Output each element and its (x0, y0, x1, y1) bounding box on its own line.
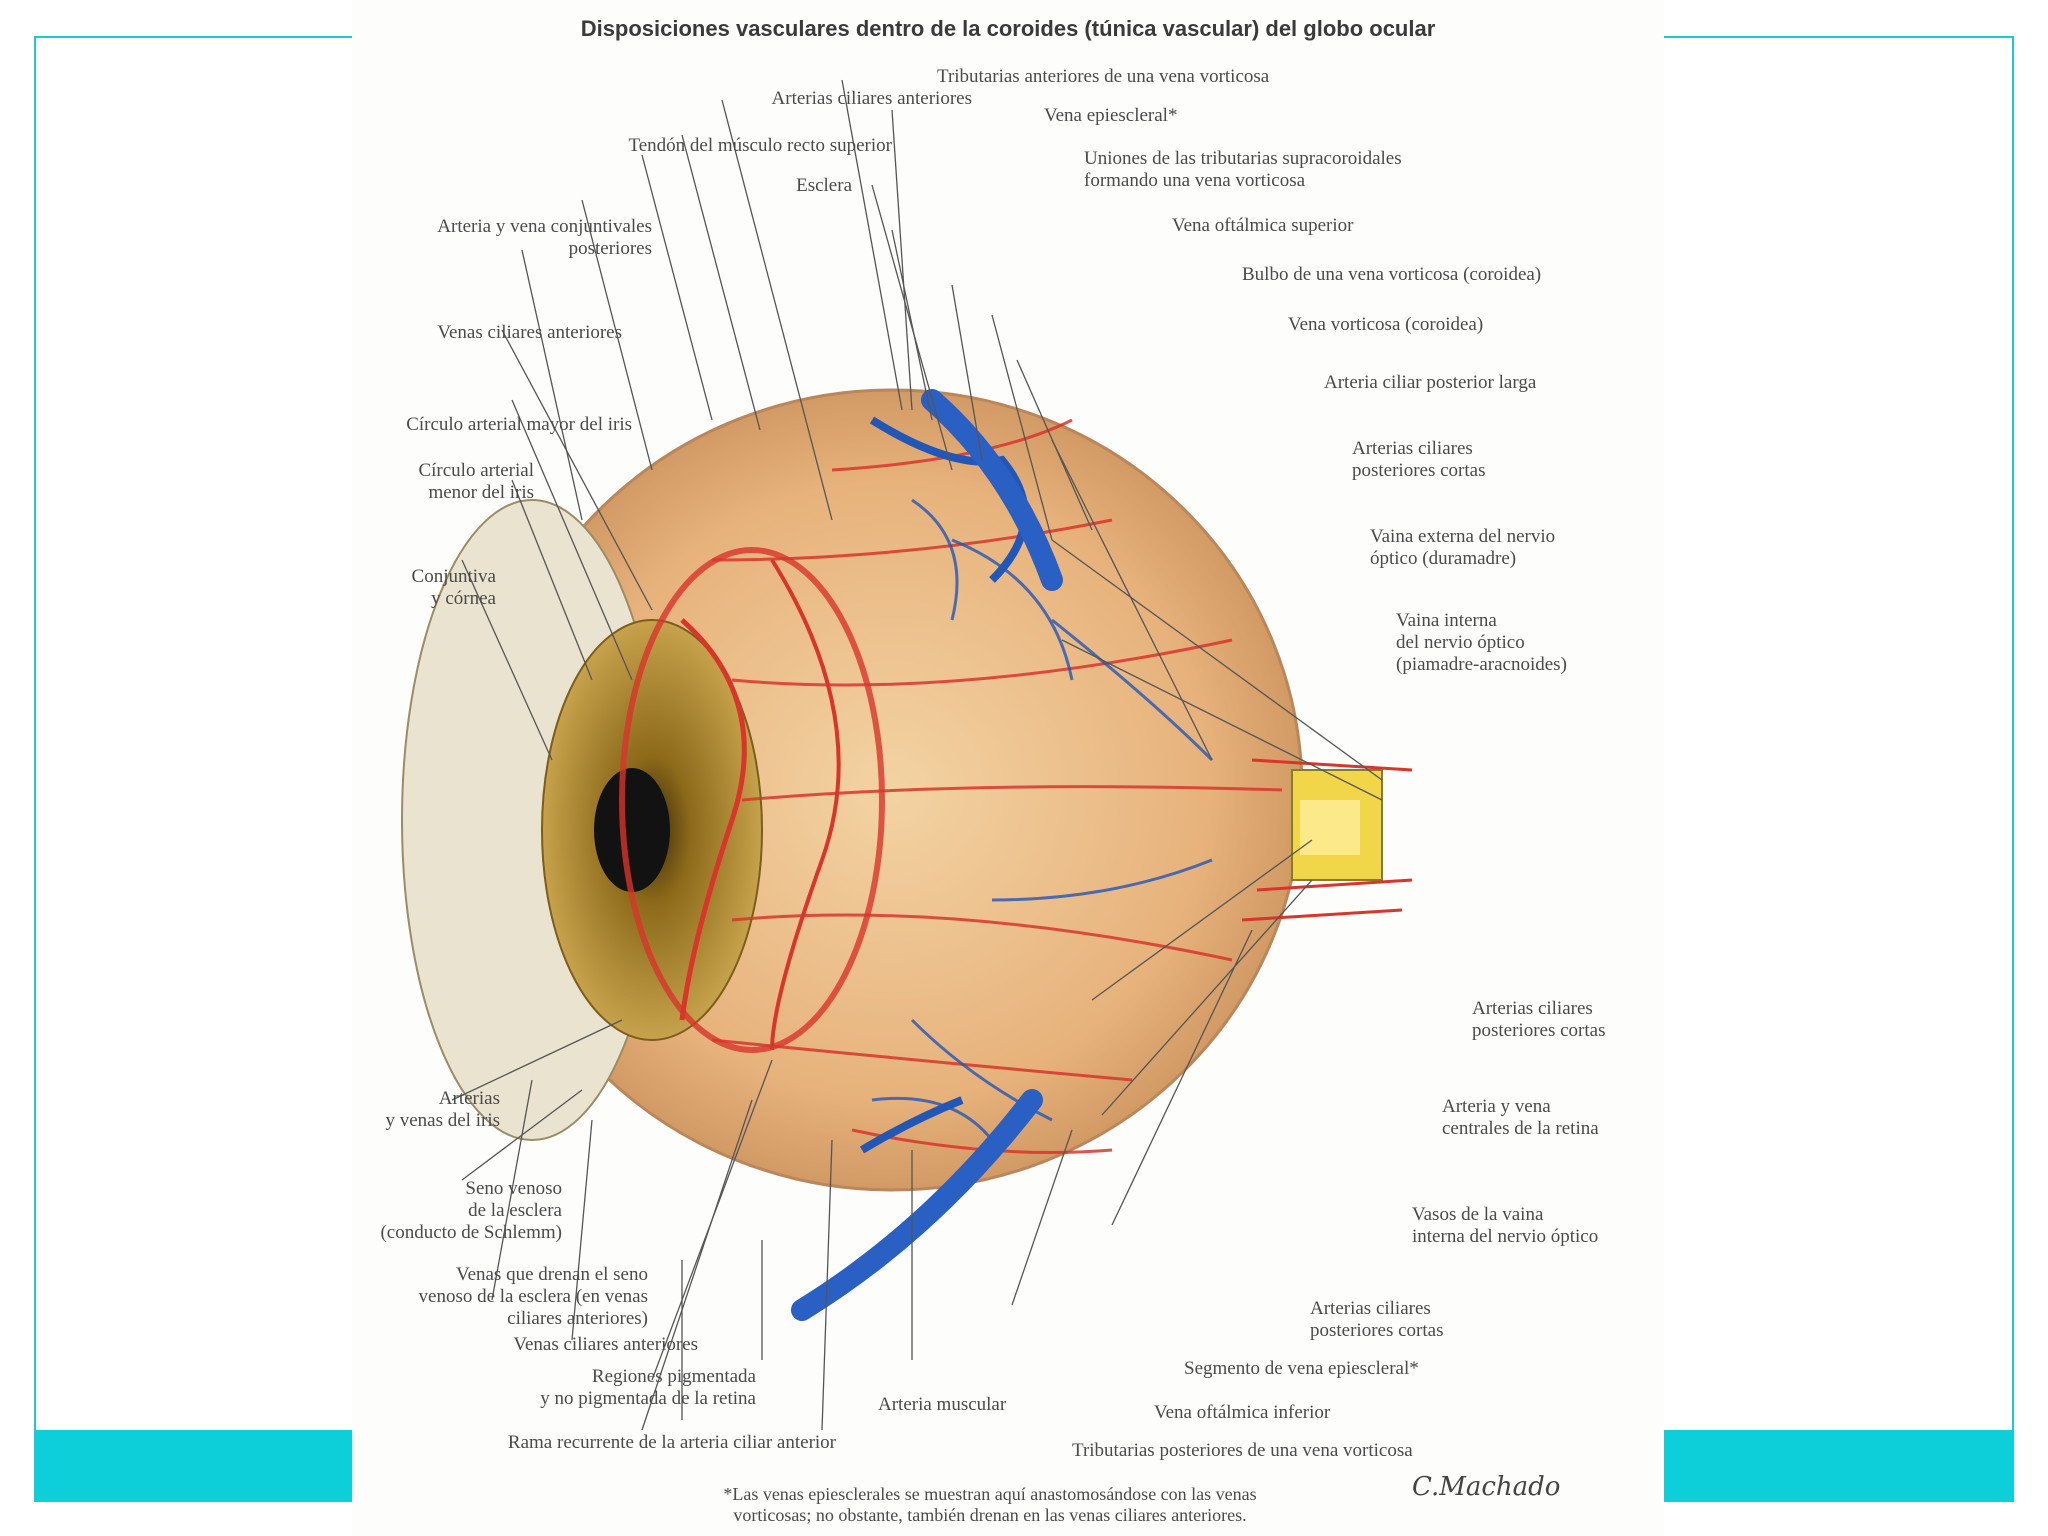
label-seno-venoso: Seno venoso de la esclera (conducto de S… (380, 1178, 562, 1243)
ophthalmic-vein-inferior (791, 1089, 1043, 1321)
label-vaina-interna: Vaina interna del nervio óptico (piamadr… (1396, 610, 1567, 675)
label-vaina-externa: Vaina externa del nervio óptico (duramad… (1370, 526, 1556, 569)
label-rama-recurrente: Rama recurrente de la arteria ciliar ant… (507, 1432, 836, 1453)
eyeball-illustration (401, 79, 1413, 1431)
label-venas-ciliares-anteriores-bottom: Venas ciliares anteriores (513, 1334, 698, 1355)
label-circulo-mayor: Círculo arterial mayor del iris (406, 414, 632, 435)
vorticose-vein-lower (859, 1096, 964, 1154)
label-vena-vorticosa: Vena vorticosa (coroidea) (1288, 314, 1484, 335)
label-uniones-tributarias: Uniones de las tributarias supracoroidal… (1084, 148, 1402, 191)
frame-top-right-line (1662, 36, 2014, 38)
label-venas-drenan-seno: Venas que drenan el seno venoso de la es… (418, 1264, 648, 1329)
label-regiones-pigmentada: Regiones pigmentada y no pigmentada de l… (540, 1366, 756, 1409)
label-venas-ciliares-anteriores-top: Venas ciliares anteriores (437, 322, 622, 343)
label-tendon-recto-superior: Tendón del músculo recto superior (628, 135, 892, 156)
label-conjuntiva-cornea: Conjuntiva y córnea (411, 566, 496, 609)
frame-top-left-line (34, 36, 354, 38)
label-arteria-ciliar-posterior-larga: Arteria ciliar posterior larga (1324, 372, 1537, 393)
label-vena-oftalmica-inferior: Vena oftálmica inferior (1154, 1402, 1331, 1423)
label-tributarias-posteriores: Tributarias posteriores de una vena vort… (1072, 1440, 1413, 1461)
iris-arteries-zone (619, 547, 885, 1053)
label-arterias-ciliares-posteriores-cortas-right: Arterias ciliares posteriores cortas (1472, 998, 1606, 1041)
pupil-shape (594, 768, 670, 892)
label-arterias-ciliares-anteriores: Arterias ciliares anteriores (771, 88, 972, 109)
artist-signature: C.Machado (1412, 1472, 1561, 1502)
label-circulo-menor: Círculo arterial menor del iris (418, 460, 534, 503)
label-arteria-muscular: Arteria muscular (878, 1394, 1007, 1415)
label-vena-epiescleral: Vena epiescleral* (1044, 105, 1178, 126)
optic-nerve-core (1300, 800, 1360, 855)
label-vena-oftalmica-superior: Vena oftálmica superior (1172, 215, 1354, 236)
footnote: *Las venas epiesclerales se muestran aqu… (723, 1484, 1257, 1525)
label-esclera: Esclera (796, 175, 852, 196)
plate-title: Disposiciones vasculares dentro de la co… (580, 16, 1436, 41)
label-arterias-ciliares-posteriores-cortas-top: Arterias ciliares posteriores cortas (1352, 438, 1486, 481)
label-arteria-vena-centrales: Arteria y vena centrales de la retina (1442, 1096, 1599, 1139)
frame-left-line (34, 36, 36, 1436)
label-tributarias-anteriores: Tributarias anteriores de una vena vorti… (937, 66, 1270, 87)
anatomy-plate: Disposiciones vasculares dentro de la co… (352, 0, 1664, 1536)
label-vasos-vaina: Vasos de la vaina interna del nervio ópt… (1412, 1204, 1599, 1247)
label-arteria-vena-conjuntivales: Arteria y vena conjuntivales posteriores (437, 216, 652, 259)
ophthalmic-vein-superior (921, 389, 1063, 591)
vorticose-vein-upper (869, 416, 1029, 583)
leader-lines (451, 79, 1383, 1431)
label-arterias-ciliares-posteriores-cortas-bottom: Arterias ciliares posteriores cortas (1310, 1298, 1444, 1341)
label-segmento-vena-epiescleral: Segmento de vena epiescleral* (1184, 1358, 1419, 1379)
label-bulbo-vena-vorticosa: Bulbo de una vena vorticosa (coroidea) (1242, 264, 1542, 285)
label-arterias-venas-iris: Arterias y venas del iris (385, 1088, 500, 1131)
frame-right-line (2012, 36, 2014, 1436)
